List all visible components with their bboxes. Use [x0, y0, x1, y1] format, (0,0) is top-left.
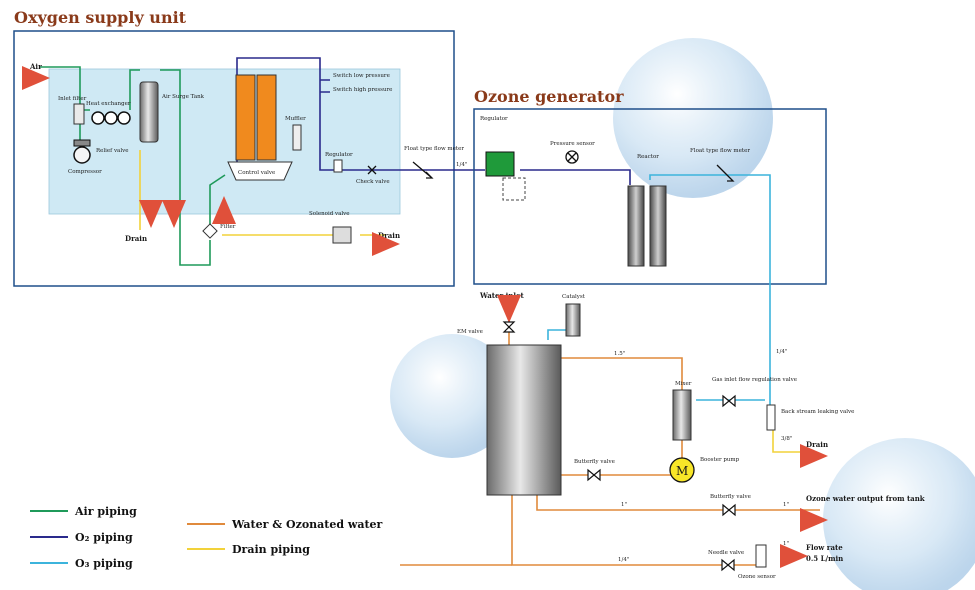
- drain-left-label: Drain: [125, 234, 147, 243]
- legend-o2-label: O₂ piping: [75, 531, 133, 544]
- check-valve: [367, 165, 377, 175]
- legend-drain-label: Drain piping: [232, 543, 310, 556]
- mixer-label: Mixer: [675, 381, 692, 387]
- regulator-o2: [333, 159, 343, 173]
- heat-exchanger: [91, 111, 131, 125]
- em-valve-label: EM valve: [457, 329, 483, 335]
- muffler: [292, 124, 302, 151]
- pressure-sensor-cross: [567, 152, 577, 162]
- o2-to-reactor: [520, 169, 631, 185]
- regulator-oz-drain: [502, 177, 526, 201]
- needle-valve-label: Needle valve: [708, 550, 744, 556]
- switch-high-label: Switch high pressure: [333, 87, 392, 93]
- size-one-inlet-label: 1": [511, 303, 517, 309]
- oxygen-unit-title: Oxygen supply unit: [14, 8, 187, 27]
- ozone-output-label: Ozone water output from tank: [806, 494, 925, 503]
- compressor-label: Compressor: [68, 169, 102, 175]
- control-valve-label: Control valve: [238, 170, 275, 176]
- size-3-8-label: 3/8": [781, 436, 792, 442]
- regulator-oz-label: Regulator: [480, 116, 508, 122]
- float-flow-meter-2-label: Float type flow meter: [690, 148, 750, 154]
- legend: Air piping O₂ piping O₃ piping Water & O…: [30, 505, 383, 570]
- mixer: [672, 389, 692, 441]
- bubble-bottom-right: [823, 438, 975, 590]
- oxygen-unit-frame: [13, 30, 455, 287]
- size-quarter-1-label: 1/4": [456, 162, 467, 168]
- drain-mid-label: Drain: [378, 231, 400, 240]
- solenoid-valve: [332, 226, 352, 244]
- control-valve-body: [227, 161, 293, 181]
- back-stream-valve-label: Back stream leaking valve: [781, 409, 854, 415]
- butterfly-valve-2-label: Butterfly valve: [710, 494, 751, 500]
- booster-pump-label: Booster pump: [700, 457, 740, 463]
- ozone-generator-frame: [473, 108, 827, 285]
- catalyst: [565, 303, 581, 337]
- o3-piping: [547, 174, 771, 405]
- flow-rate-value: 0.5 L/min: [806, 554, 843, 563]
- catalyst-label: Catalyst: [562, 294, 586, 300]
- em-valve: [502, 321, 516, 333]
- reactor-right: [649, 185, 667, 267]
- switch-low-label: Switch low pressure: [333, 73, 390, 79]
- legend-water-label: Water & Ozonated water: [231, 518, 383, 531]
- reactor-label: Reactor: [637, 154, 659, 160]
- reactor-left: [627, 185, 645, 267]
- filter: [202, 223, 218, 239]
- butterfly-valve-2: [722, 503, 736, 517]
- regulator-o2-label: Regulator: [325, 152, 353, 158]
- float-flow-meter-2: [716, 164, 735, 182]
- air-surge-tank: [139, 81, 159, 143]
- air-surge-tank-label: Air Surge Tank: [161, 94, 205, 100]
- booster-pump-symbol: M: [676, 464, 688, 478]
- size-one-a-label: 1": [621, 502, 627, 508]
- air-label: Air: [29, 62, 42, 71]
- size-one-b-label: 1": [783, 502, 789, 508]
- back-stream-valve: [766, 404, 776, 431]
- needle-valve: [721, 558, 735, 572]
- bubble-mid-left: [390, 334, 514, 458]
- size-1-5-label: 1.5": [614, 351, 625, 357]
- size-quarter-3-label: 1/4": [618, 557, 629, 563]
- compressor: [73, 139, 91, 164]
- bubble-top-right: [613, 38, 773, 198]
- butterfly-valve-1-label: Butterfly valve: [574, 459, 615, 465]
- relief-valve-label: Relief valve: [96, 148, 128, 154]
- water-inlet-label: Water inlet: [479, 291, 524, 300]
- muffler-label: Muffler: [285, 116, 306, 122]
- gas-inlet-valve: [722, 394, 736, 408]
- gas-inlet-valve-label: Gas inlet flow regulation valve: [712, 377, 797, 383]
- pressure-sensor-label: Pressure sensor: [550, 141, 595, 147]
- ozone-sensor: [755, 544, 767, 568]
- heat-exchanger-label: Heat exchanger: [86, 101, 131, 107]
- ozone-generator-title: Ozone generator: [474, 87, 624, 106]
- sieve-bed-left: [235, 74, 256, 161]
- size-quarter-2-label: 1/4": [776, 349, 787, 355]
- legend-o3-label: O₃ piping: [75, 557, 133, 570]
- flow-rate-label: Flow rate: [806, 543, 843, 552]
- check-valve-label: Check valve: [356, 179, 390, 185]
- inlet-filter-label: Inlet filter: [58, 96, 87, 102]
- solenoid-valve-label: Solenoid valve: [309, 211, 349, 217]
- regulator-oz: [485, 151, 515, 177]
- size-one-c-label: 1": [783, 541, 789, 547]
- inlet-filter: [73, 103, 85, 125]
- drain-right-label: Drain: [806, 440, 828, 449]
- butterfly-valve-1: [587, 468, 601, 482]
- filter-label: Filter: [220, 224, 236, 230]
- ozone-output-text: Ozone water output from tank: [806, 494, 925, 503]
- water-tank: [486, 344, 562, 496]
- legend-air-label: Air piping: [74, 505, 137, 518]
- booster-pump: [669, 457, 695, 483]
- float-flow-meter-1: [412, 161, 434, 179]
- ozone-sensor-label: Ozone sensor: [738, 574, 776, 580]
- float-flow-meter-1-label: Float type flow meter: [404, 146, 464, 152]
- air-piping: [40, 66, 226, 266]
- oxygen-unit-panel: [48, 68, 401, 215]
- sieve-bed-right: [256, 74, 277, 161]
